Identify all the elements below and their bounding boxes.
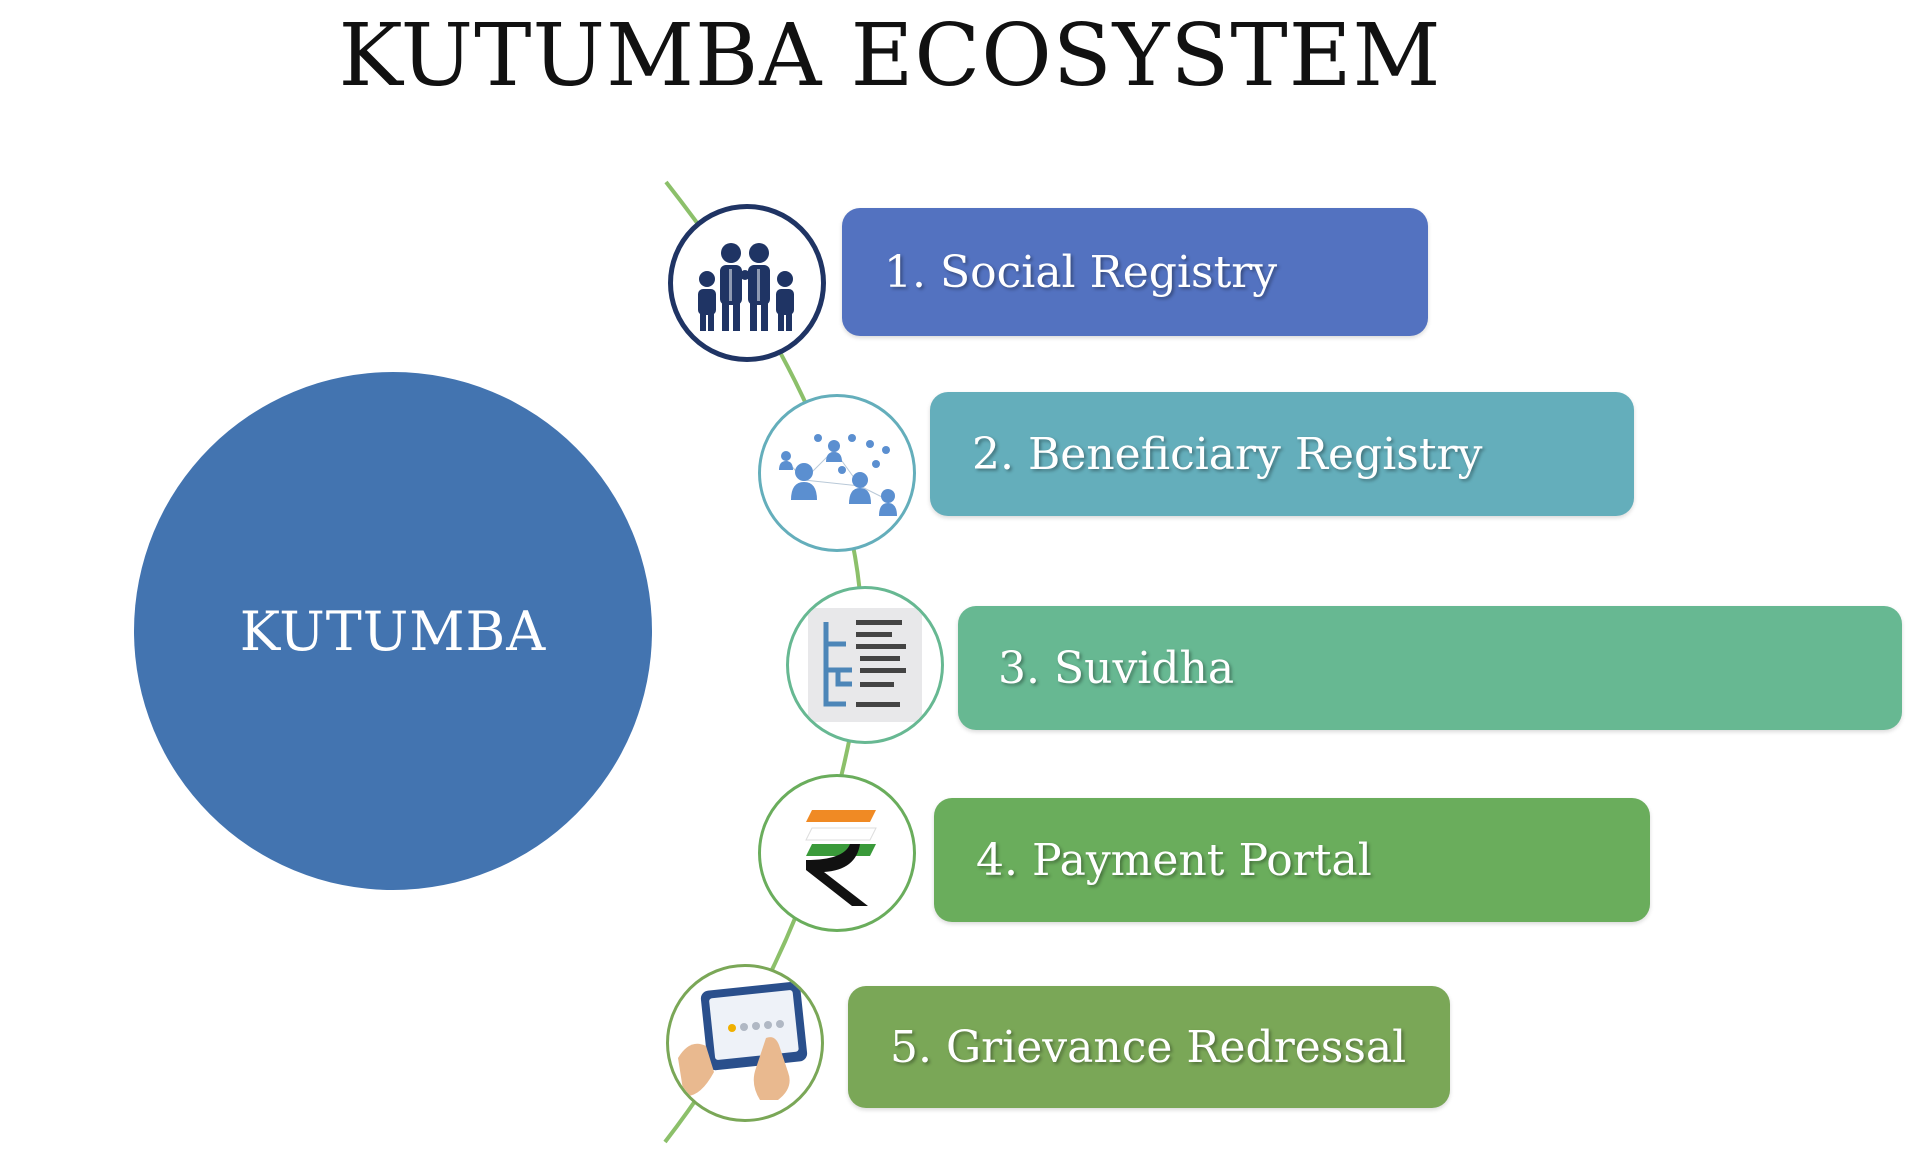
social-registry-label: 1. Social Registry [884, 246, 1278, 298]
grievance-redressal-bar[interactable]: 5. Grievance Redressal [848, 986, 1450, 1108]
hub-label: KUTUMBA [239, 599, 547, 663]
suvidha-bar[interactable]: 3. Suvidha [958, 606, 1902, 730]
grievance-redressal-node [666, 964, 824, 1122]
beneficiary-registry-label: 2. Beneficiary Registry [972, 428, 1483, 480]
payment-portal-node [758, 774, 916, 932]
payment-portal-label: 4. Payment Portal [976, 834, 1372, 886]
people-network-icon [779, 434, 897, 516]
family-icon [698, 243, 794, 331]
tablet-rating-icon [678, 981, 808, 1100]
suvidha-label: 3. Suvidha [998, 642, 1235, 694]
social-registry-node [668, 204, 826, 362]
grievance-redressal-label: 5. Grievance Redressal [890, 1021, 1407, 1073]
suvidha-node [786, 586, 944, 744]
social-registry-bar[interactable]: 1. Social Registry [842, 208, 1428, 336]
hierarchy-list-icon [808, 608, 922, 722]
rupee-icon [805, 810, 877, 906]
payment-portal-bar[interactable]: 4. Payment Portal [934, 798, 1650, 922]
kutumba-hub-circle: KUTUMBA [134, 372, 652, 890]
beneficiary-registry-node [758, 394, 916, 552]
beneficiary-registry-bar[interactable]: 2. Beneficiary Registry [930, 392, 1634, 516]
page-title: KUTUMBA ECOSYSTEM [338, 6, 1442, 106]
